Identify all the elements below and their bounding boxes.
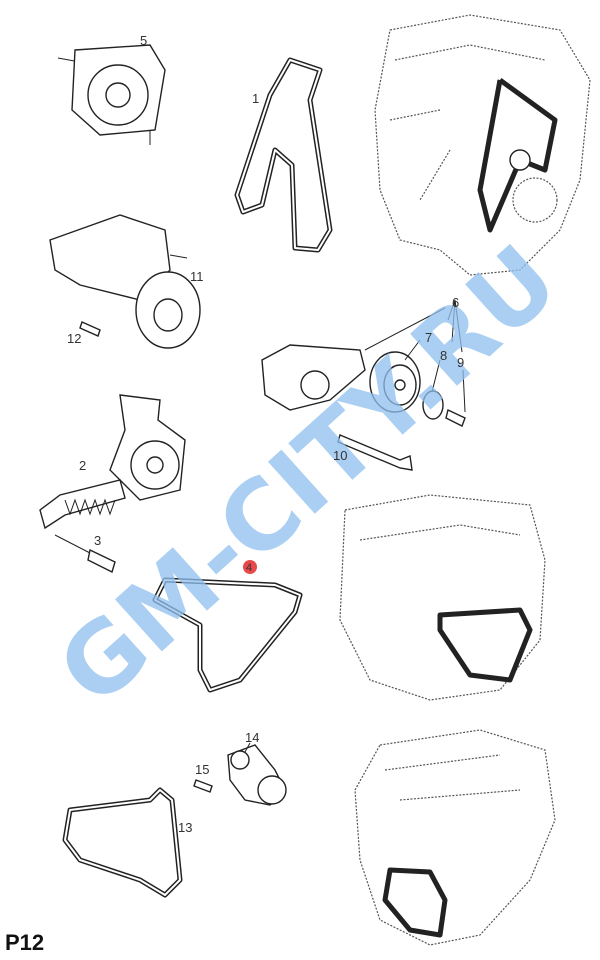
callout-6: 6	[452, 295, 459, 310]
tensioner-5	[57, 44, 166, 145]
engine-middle	[339, 494, 546, 701]
callout-12: 12	[67, 331, 81, 346]
tensioner-11	[49, 214, 201, 349]
callout-3: 3	[94, 533, 101, 548]
callout-7: 7	[425, 330, 432, 345]
bolt-3	[87, 548, 116, 573]
callout-15: 15	[195, 762, 209, 777]
callout-10: 10	[333, 448, 347, 463]
callout-1: 1	[252, 91, 259, 106]
belt-13	[62, 787, 183, 898]
callout-5: 5	[140, 33, 147, 48]
callout-4: 4	[246, 562, 252, 574]
tensioner-assembly-6	[261, 299, 466, 471]
bolt-12	[79, 321, 101, 337]
callout-11: 11	[190, 269, 204, 284]
tensioner-14	[193, 742, 287, 806]
highlight-marker	[243, 560, 257, 574]
engine-bottom	[354, 729, 556, 946]
page-code: P12	[5, 930, 45, 955]
callout-13: 13	[178, 820, 192, 835]
engine-top	[374, 14, 591, 276]
callout-8: 8	[440, 348, 447, 363]
callout-14: 14	[245, 730, 259, 745]
tensioner-2	[39, 394, 186, 530]
callout-9: 9	[457, 355, 464, 370]
callout-2: 2	[79, 458, 86, 473]
